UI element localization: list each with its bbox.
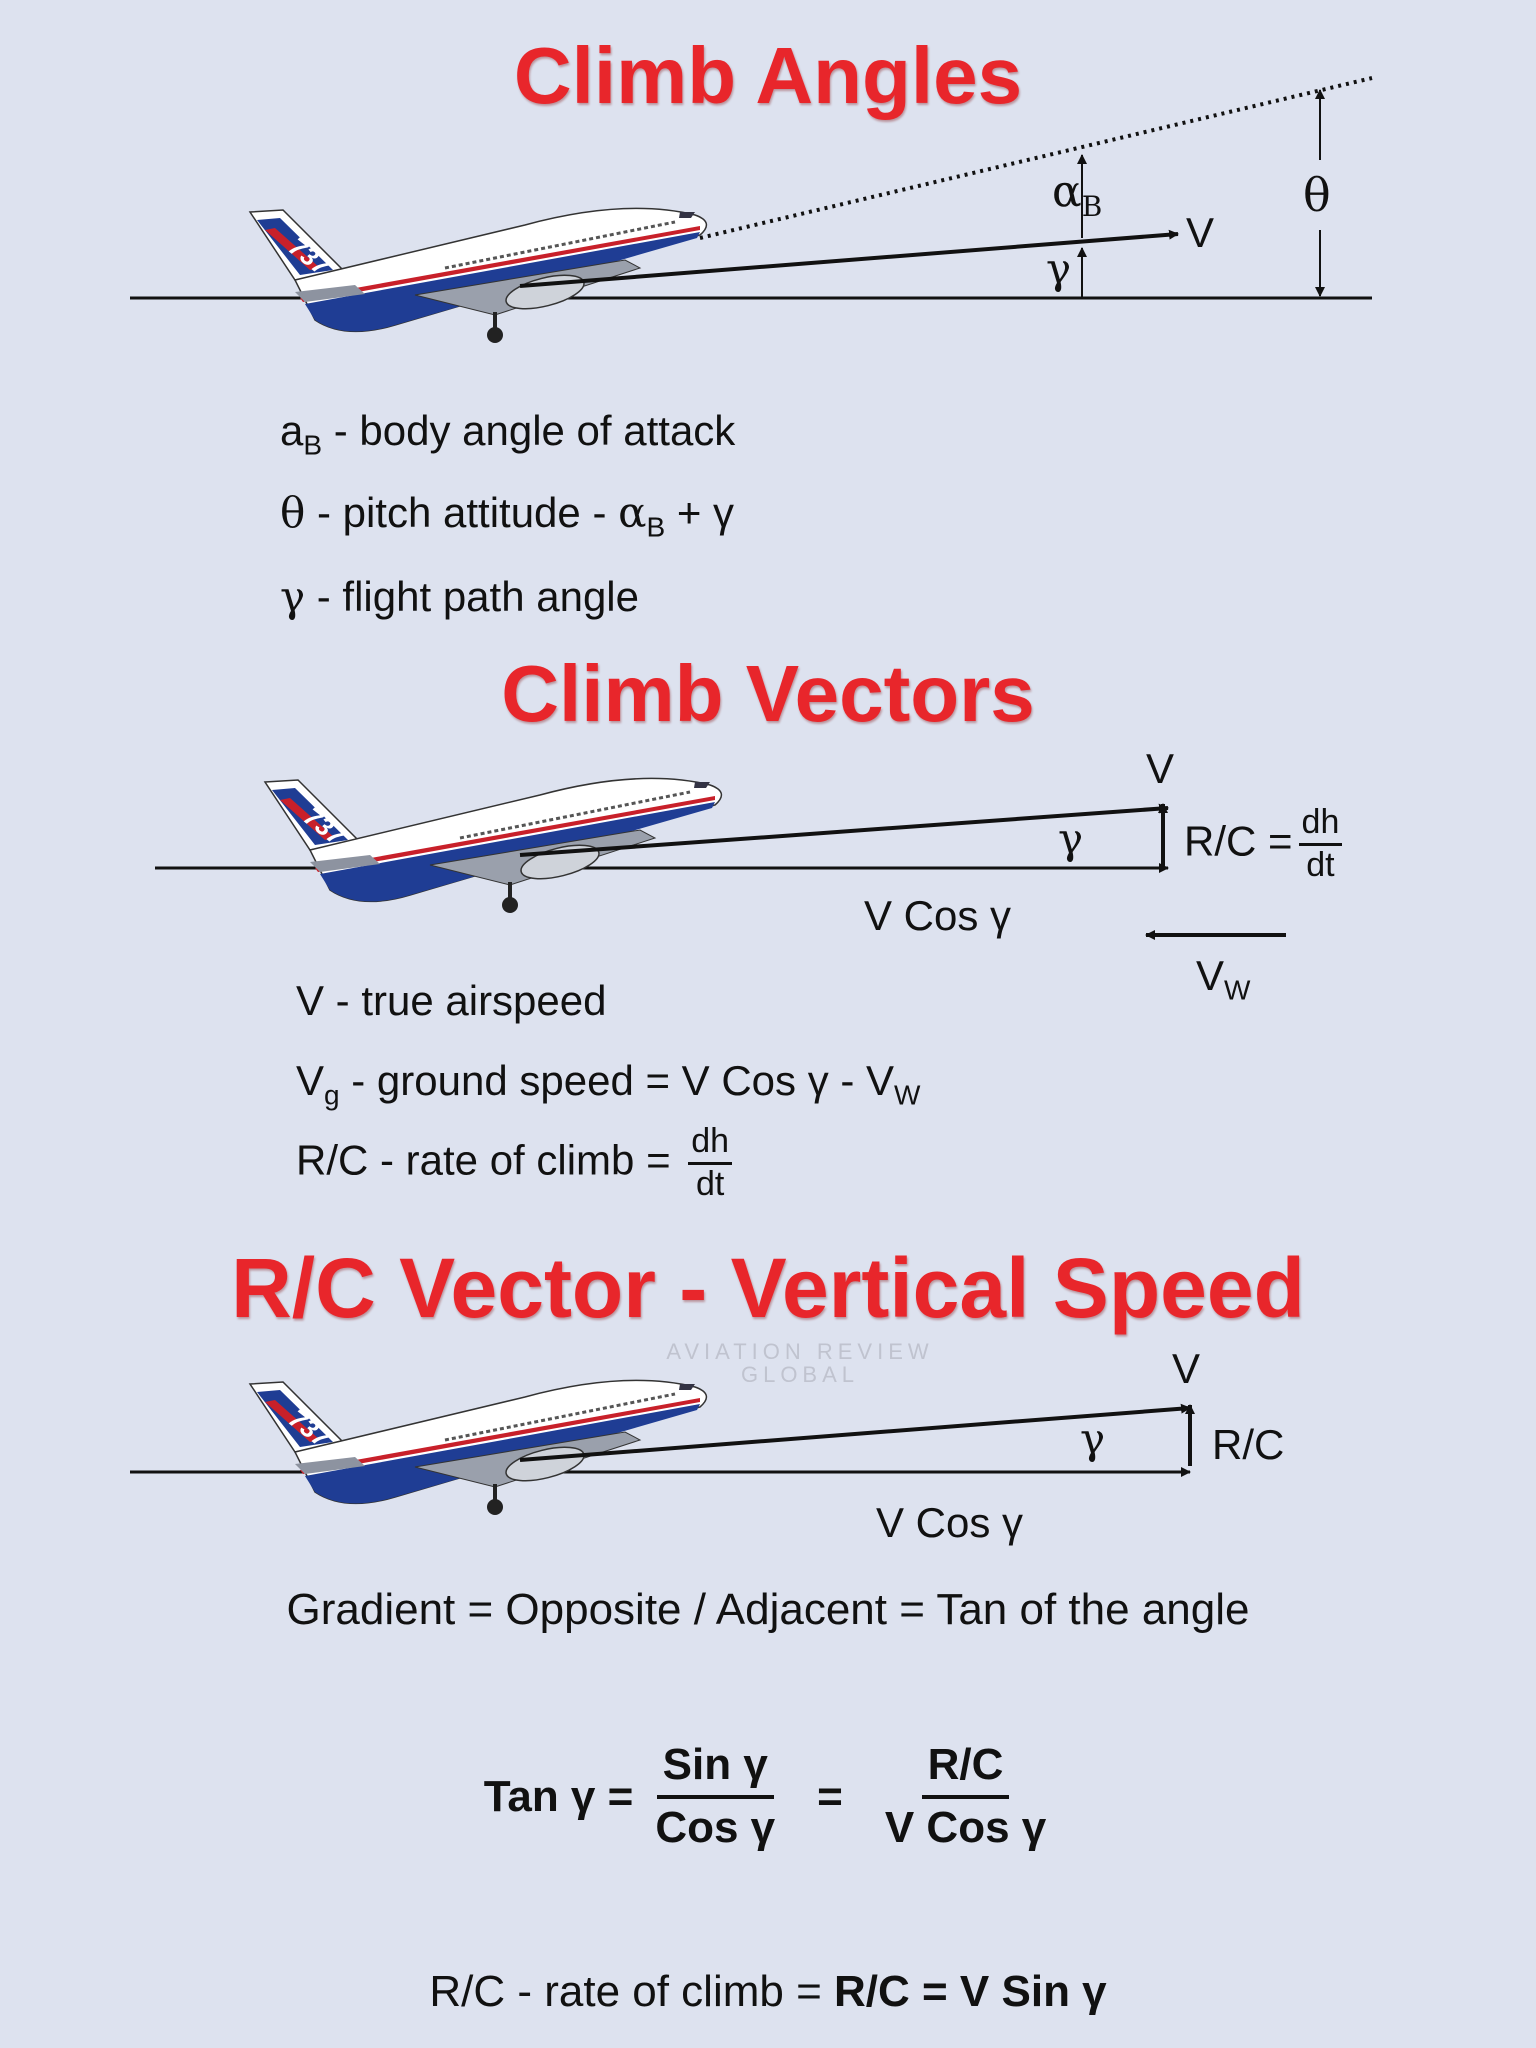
rc-label-3: R/C — [1212, 1421, 1285, 1468]
velocity-vector-2 — [519, 803, 1169, 857]
v-label-1: V — [1186, 209, 1215, 256]
gamma-label-2: γ — [1058, 814, 1084, 863]
velocity-vector-1 — [519, 229, 1179, 288]
aircraft-737-3 — [248, 1378, 709, 1517]
tan-gamma-lhs: Tan γ = — [483, 1771, 634, 1821]
vw-label: VW — [1196, 952, 1251, 1006]
vcos-label-2: V Cos γ — [864, 892, 1012, 939]
body-axis-line — [699, 76, 1373, 240]
v-label-3: V — [1172, 1345, 1201, 1392]
title-climb-angles: Climb Angles — [513, 31, 1023, 120]
legend-true-airspeed: V - true airspeed — [296, 977, 607, 1024]
legend-theta: θ - pitch attitude - αB + γ — [280, 488, 735, 543]
gamma-label-1: γ — [1046, 244, 1072, 293]
title-climb-vectors: Climb Vectors — [501, 649, 1035, 738]
legend-alpha-b: aB - body angle of attack — [280, 407, 736, 461]
formula-equals: = — [817, 1771, 843, 1821]
theta-label: θ — [1303, 168, 1331, 222]
gradient-text: Gradient = Opposite / Adjacent = Tan of … — [286, 1585, 1250, 1634]
v-label-2: V — [1146, 745, 1175, 792]
title-rc-vector: R/C Vector - Vertical Speed — [231, 1241, 1305, 1335]
alpha-label: αB — [1052, 166, 1103, 223]
legend-gamma: γ - flight path angle — [280, 572, 639, 621]
legend-ground-speed: Vg - ground speed = V Cos γ - VW — [296, 1057, 921, 1111]
rate-of-climb-bottom: R/C - rate of climb = R/C = V Sin γ — [429, 1967, 1107, 2016]
vcos-label-3: V Cos γ — [876, 1499, 1024, 1546]
gamma-label-3: γ — [1080, 1414, 1106, 1463]
velocity-vector-3 — [519, 1403, 1191, 1462]
